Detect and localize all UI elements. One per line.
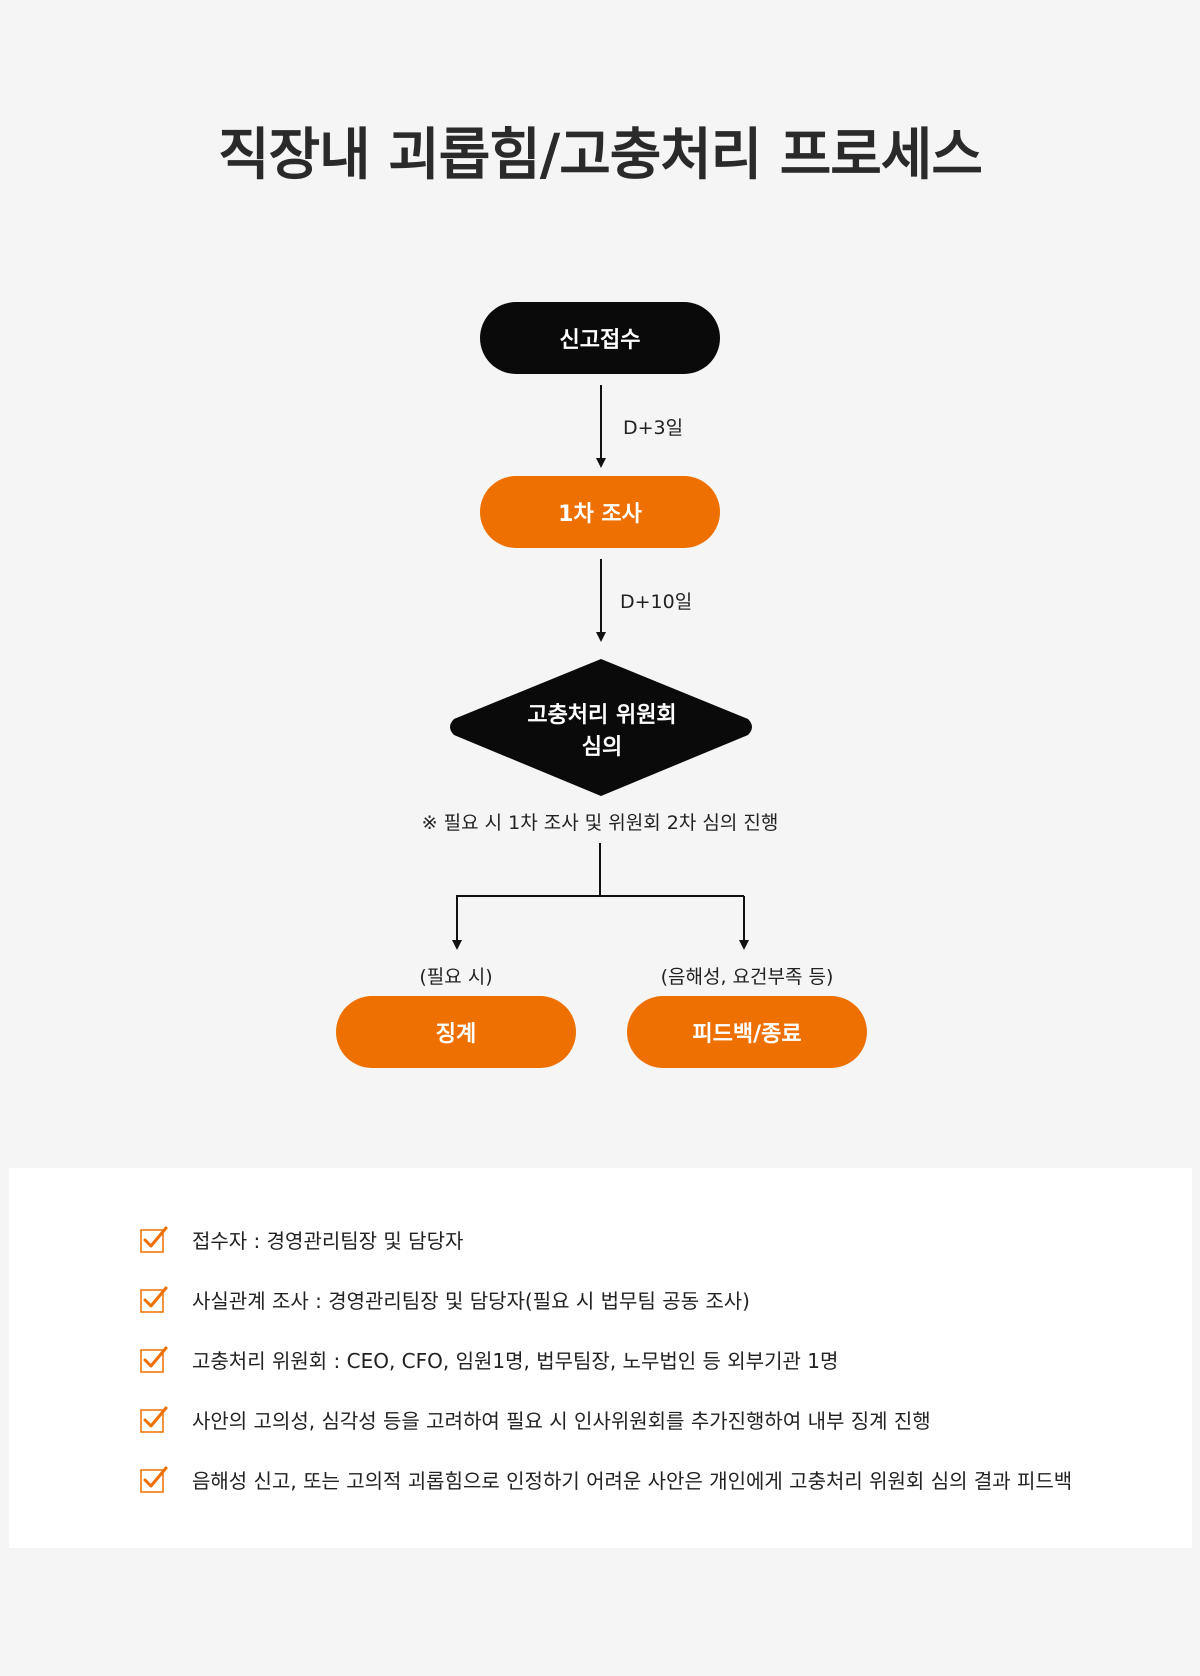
checkbox-check-icon	[140, 1466, 168, 1493]
note-text: 고충처리 위원회 : CEO, CFO, 임원1명, 법무팀장, 노무법인 등 …	[192, 1348, 839, 1373]
note-item: 고충처리 위원회 : CEO, CFO, 임원1명, 법무팀장, 노무법인 등 …	[140, 1339, 838, 1379]
note-text: 접수자 : 경영관리팀장 및 담당자	[192, 1228, 464, 1253]
step-report-received: 신고접수	[480, 302, 720, 374]
outcome-disciplinary-action: 징계	[336, 996, 576, 1068]
arrow1-label: D+3일	[623, 417, 684, 439]
right-condition-label: (음해성, 요건부족 등)	[660, 966, 834, 988]
arrow2-label: D+10일	[620, 591, 693, 613]
note-text: 음해성 신고, 또는 고의적 괴롭힘으로 인정하기 어려운 사안은 개인에게 고…	[192, 1468, 1073, 1493]
checkbox-check-icon	[140, 1226, 168, 1253]
checkbox-check-icon	[140, 1286, 168, 1313]
decision-committee-review: 고충처리 위원회 심의	[447, 700, 757, 764]
note-item: 접수자 : 경영관리팀장 및 담당자	[140, 1219, 463, 1259]
decision-note: ※ 필요 시 1차 조사 및 위원회 2차 심의 진행	[421, 812, 779, 834]
page-title: 직장내 괴롭힘/고충처리 프로세스	[218, 123, 983, 188]
checkbox-check-icon	[140, 1346, 168, 1373]
decision-diamond	[450, 659, 752, 796]
note-item: 음해성 신고, 또는 고의적 괴롭힘으로 인정하기 어려운 사안은 개인에게 고…	[140, 1459, 1072, 1499]
checkbox-check-icon	[140, 1406, 168, 1433]
note-item: 사실관계 조사 : 경영관리팀장 및 담당자(필요 시 법무팀 공동 조사)	[140, 1279, 750, 1319]
note-text: 사안의 고의성, 심각성 등을 고려하여 필요 시 인사위원회를 추가진행하여 …	[192, 1408, 931, 1433]
note-item: 사안의 고의성, 심각성 등을 고려하여 필요 시 인사위원회를 추가진행하여 …	[140, 1399, 931, 1439]
step-first-investigation: 1차 조사	[480, 476, 720, 548]
left-condition-label: (필요 시)	[419, 966, 493, 988]
note-text: 사실관계 조사 : 경영관리팀장 및 담당자(필요 시 법무팀 공동 조사)	[192, 1288, 750, 1313]
outcome-feedback-close: 피드백/종료	[627, 996, 867, 1068]
notes-panel	[9, 1168, 1192, 1548]
decision-line1: 고충처리 위원회	[527, 703, 677, 728]
decision-line2: 심의	[581, 735, 623, 760]
